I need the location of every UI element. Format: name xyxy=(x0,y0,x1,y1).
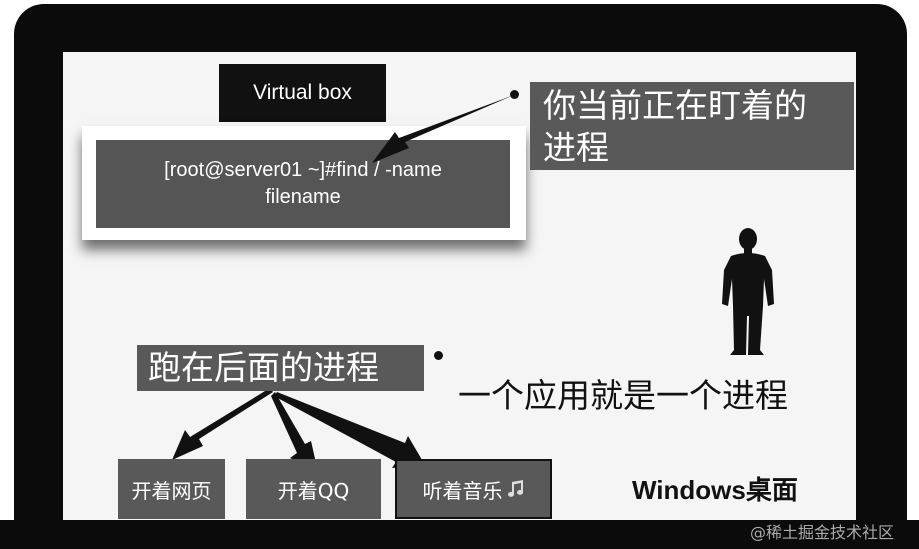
task-music: 听着音乐 xyxy=(395,459,552,519)
music-note-icon xyxy=(507,480,523,497)
virtualbox-title-text: Virtual box xyxy=(253,81,352,104)
terminal-panel: [root@server01 ~]#find / -name filename xyxy=(96,140,510,228)
callout-anchor-dot xyxy=(510,90,519,99)
foreground-process-callout: 你当前正在盯着的 进程 xyxy=(530,82,854,170)
windows-desktop-label: Windows桌面 xyxy=(632,475,798,505)
task-browser: 开着网页 xyxy=(118,459,225,519)
terminal-command-arg: filename xyxy=(265,186,341,208)
task-qq-label: 开着QQ xyxy=(277,478,350,503)
bottom-bar xyxy=(0,520,919,549)
background-process-label: 跑在后面的进程 xyxy=(137,345,424,391)
callout-line-2: 进程 xyxy=(543,128,609,167)
caption-app-is-process: 一个应用就是一个进程 xyxy=(458,376,788,415)
virtualbox-title: Virtual box xyxy=(219,64,386,122)
background-label-dot xyxy=(434,351,443,360)
task-qq: 开着QQ xyxy=(246,459,381,519)
watermark: @稀土掘金技术社区 xyxy=(750,523,895,542)
task-music-label: 听着音乐 xyxy=(422,478,503,503)
task-browser-label: 开着网页 xyxy=(131,478,212,503)
terminal-command-line: [root@server01 ~]#find / -name xyxy=(164,159,442,181)
callout-line-1: 你当前正在盯着的 xyxy=(543,86,807,125)
